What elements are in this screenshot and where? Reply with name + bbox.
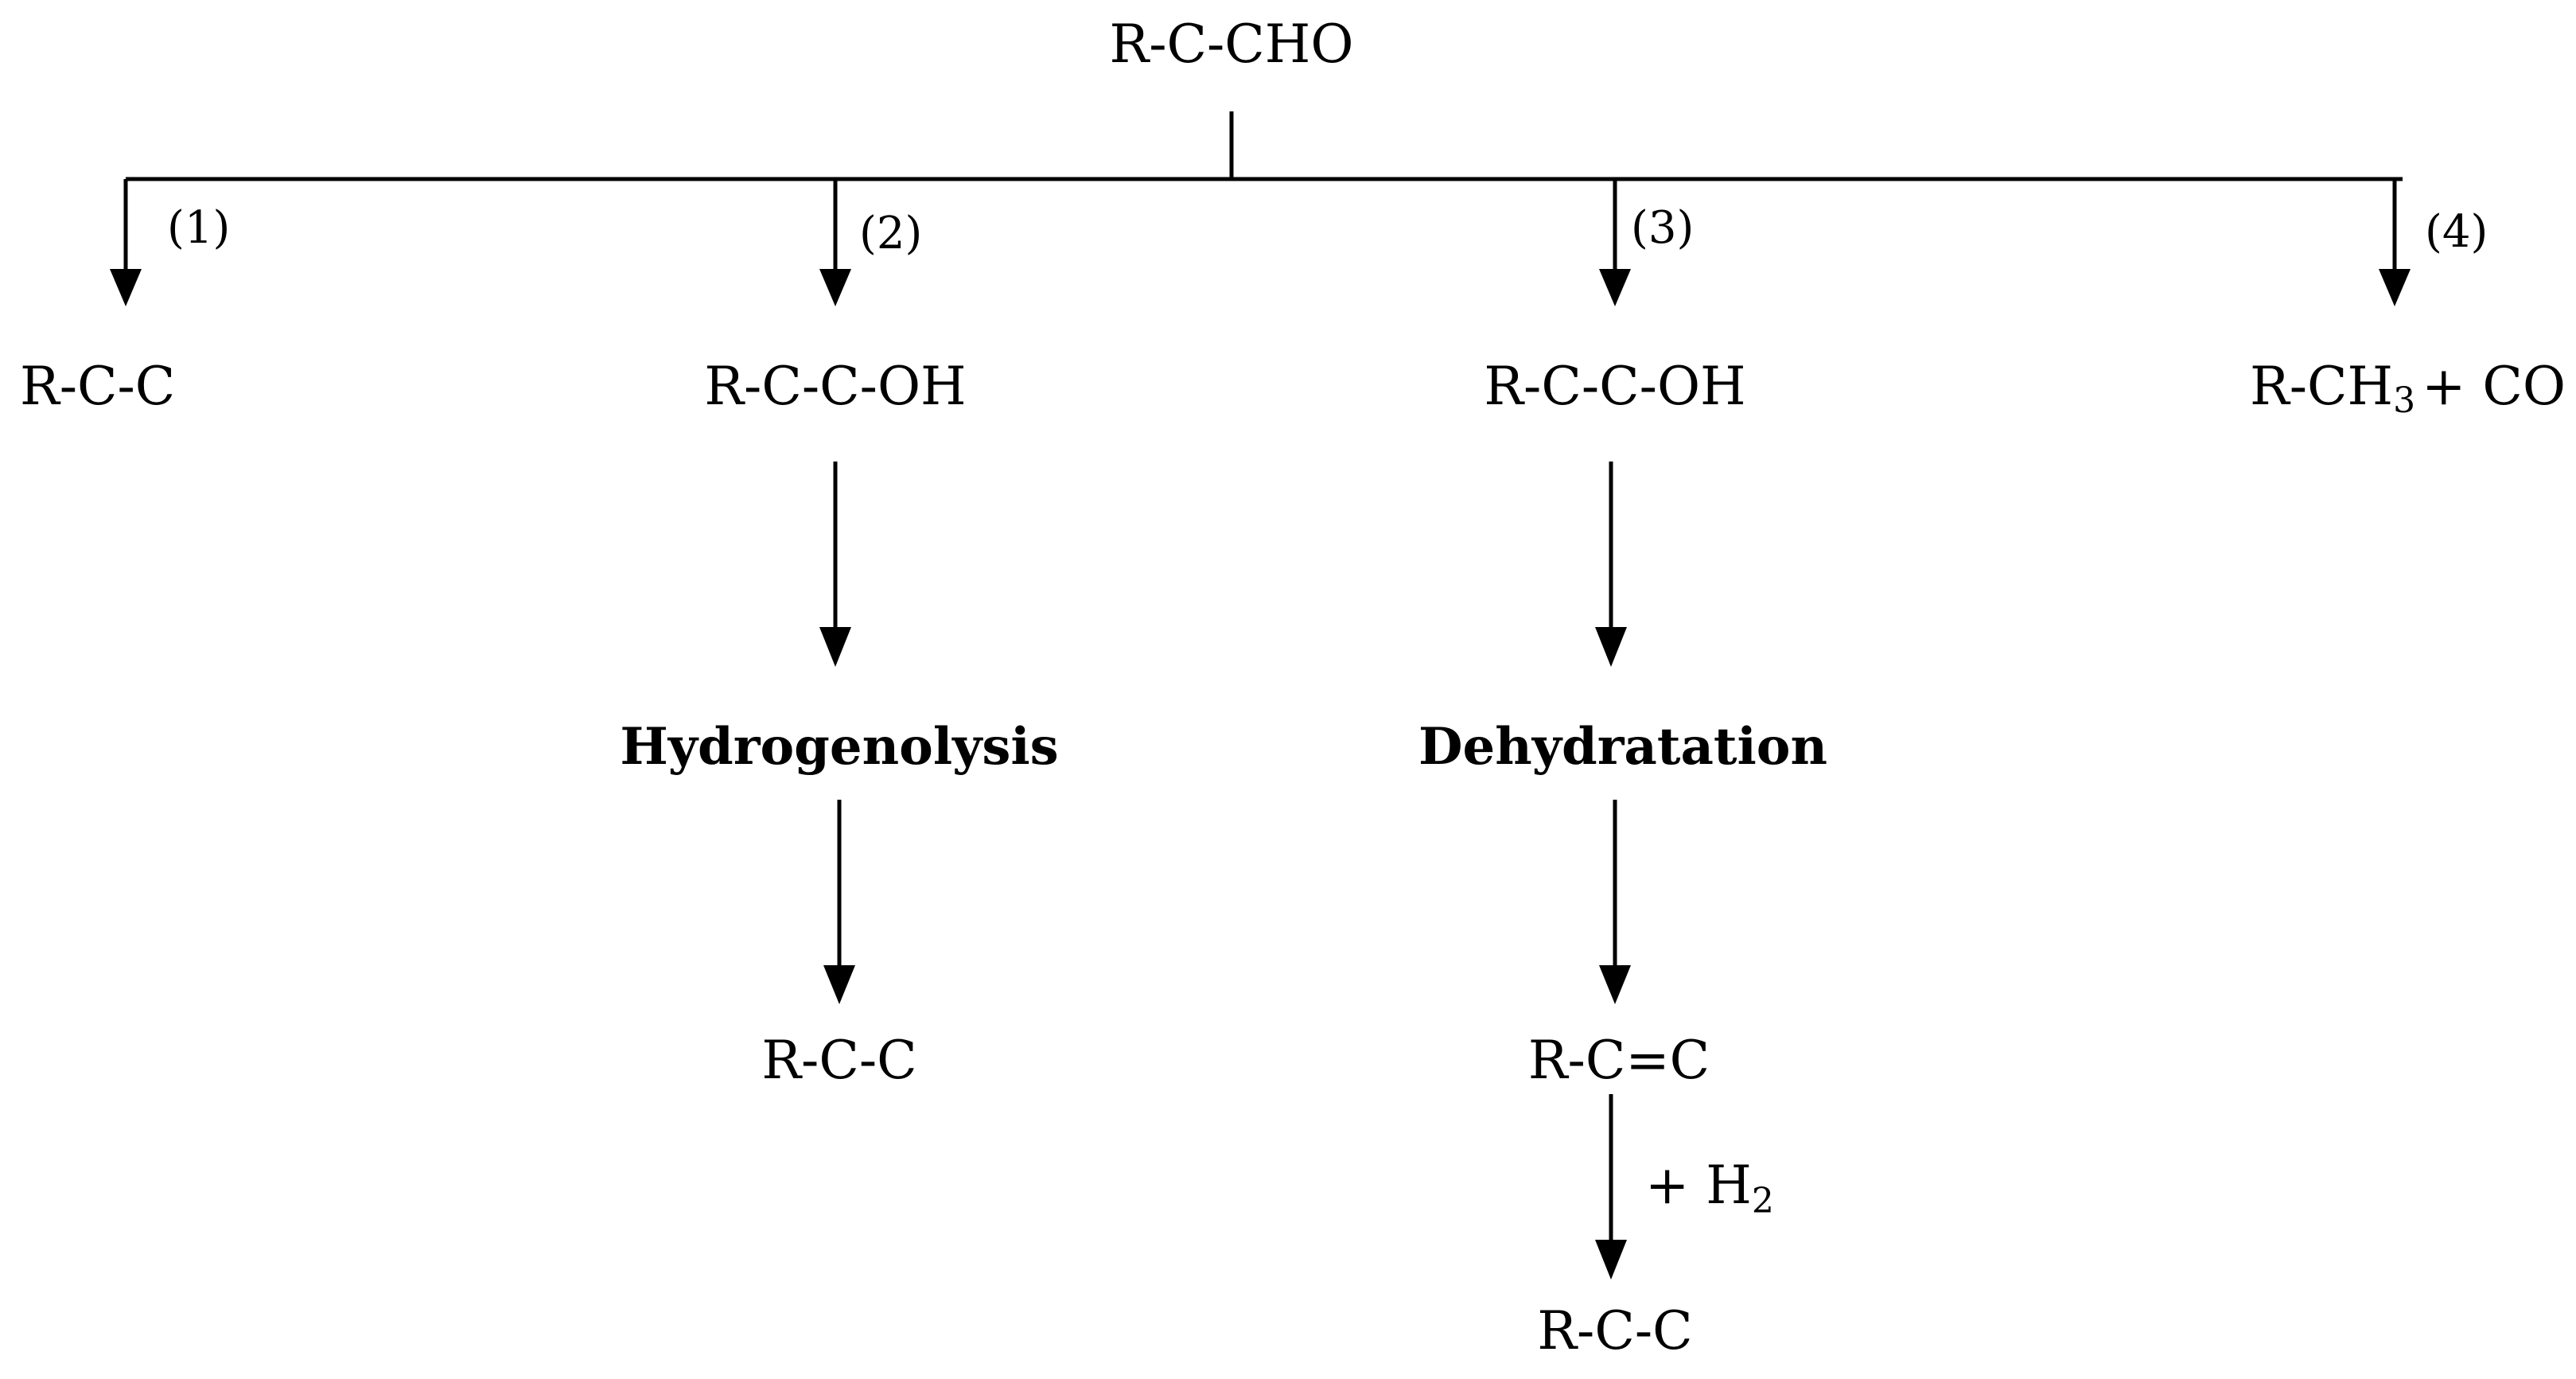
- route-1-arrow: [110, 179, 142, 306]
- route-3-intermediate: R-C-C-OH: [1484, 356, 1745, 417]
- route-2-step: Hydrogenolysis: [620, 717, 1058, 777]
- route-3-product: R-C-C: [1537, 1300, 1692, 1361]
- route-2-arrow: [819, 179, 851, 306]
- route-4-product: R-CH3+ CO: [2250, 356, 2566, 421]
- route-4-arrow: [2379, 179, 2411, 306]
- start-compound: R-C-CHO: [1110, 14, 1354, 75]
- route-3-number: (3): [1631, 202, 1694, 254]
- route-3-arrow-to-olefin: [1599, 800, 1631, 1004]
- route-3-arrow: [1599, 179, 1631, 306]
- route-2-arrow-to-step: [819, 462, 851, 667]
- route-1-product: R-C-C: [20, 356, 175, 417]
- route-1-number: (1): [167, 202, 230, 254]
- route-2-intermediate: R-C-C-OH: [704, 356, 966, 417]
- route-2-number: (2): [859, 208, 922, 259]
- route-3-arrow-to-product: [1595, 1094, 1627, 1280]
- route-3-step: Dehydratation: [1418, 717, 1827, 777]
- route-2-arrow-to-product: [823, 800, 855, 1004]
- route-3-reagent: + H2: [1645, 1155, 1774, 1221]
- route-2-product: R-C-C: [761, 1030, 916, 1091]
- route-3-arrow-to-step: [1595, 462, 1627, 667]
- route-4-number: (4): [2425, 206, 2488, 258]
- route-3-olefin: R-C=C: [1528, 1030, 1710, 1091]
